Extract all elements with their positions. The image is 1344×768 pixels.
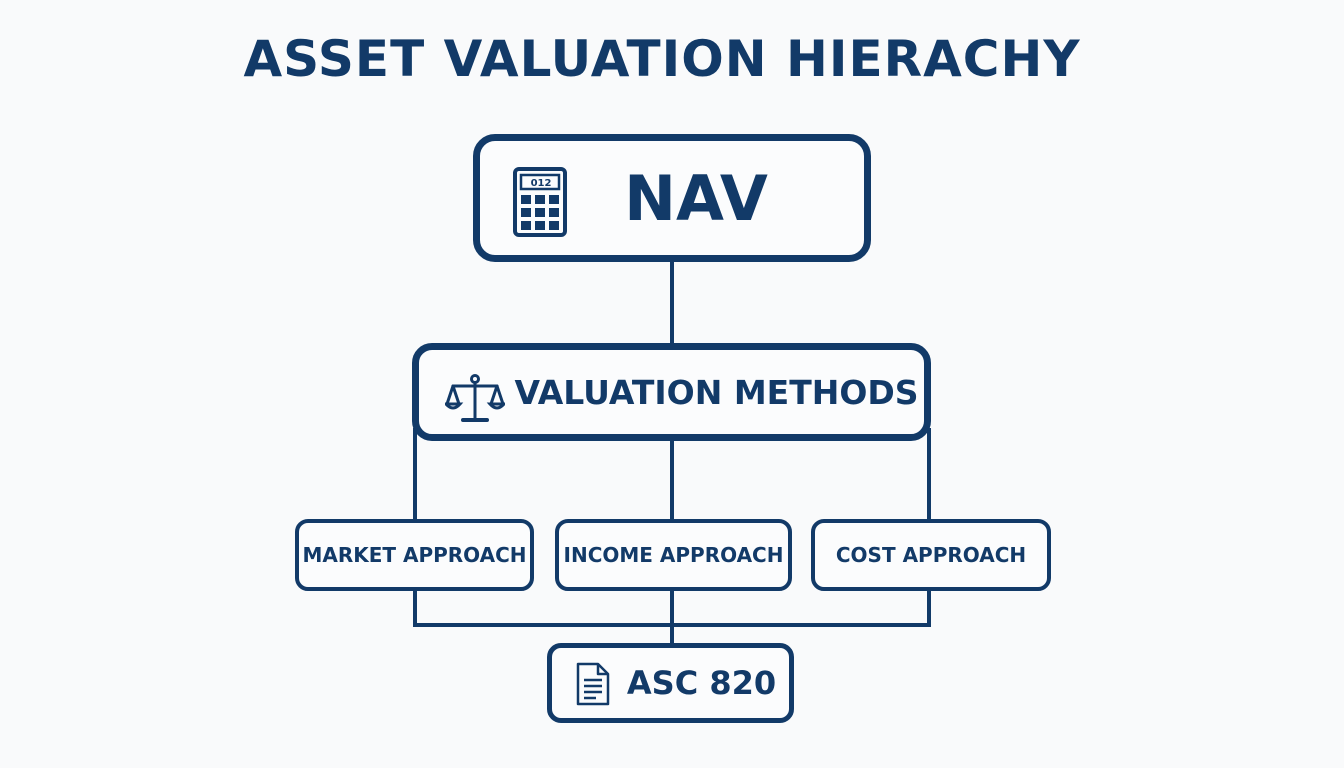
asc-820-label: ASC 820 bbox=[626, 664, 777, 702]
market-approach-label: MARKET APPROACH bbox=[302, 543, 527, 567]
nav-label: NAV bbox=[624, 161, 768, 235]
market-approach-node: MARKET APPROACH bbox=[295, 519, 534, 591]
diagram-title: ASSET VALUATION HIERACHY bbox=[243, 30, 1081, 88]
balance-scale-icon bbox=[442, 374, 508, 428]
income-approach-label: INCOME APPROACH bbox=[563, 543, 784, 567]
income-approach-node: INCOME APPROACH bbox=[555, 519, 792, 591]
cost-approach-node: COST APPROACH bbox=[811, 519, 1051, 591]
asc-820-node: ASC 820 bbox=[547, 643, 794, 723]
nav-node: 012 NAV bbox=[473, 134, 871, 262]
valuation-methods-label: VALUATION METHODS bbox=[514, 372, 919, 412]
valuation-methods-node: VALUATION METHODS bbox=[412, 343, 931, 441]
calculator-icon: 012 bbox=[513, 167, 567, 241]
cost-approach-label: COST APPROACH bbox=[835, 543, 1027, 567]
calculator-display-text: 012 bbox=[531, 178, 552, 189]
document-icon bbox=[576, 662, 610, 710]
